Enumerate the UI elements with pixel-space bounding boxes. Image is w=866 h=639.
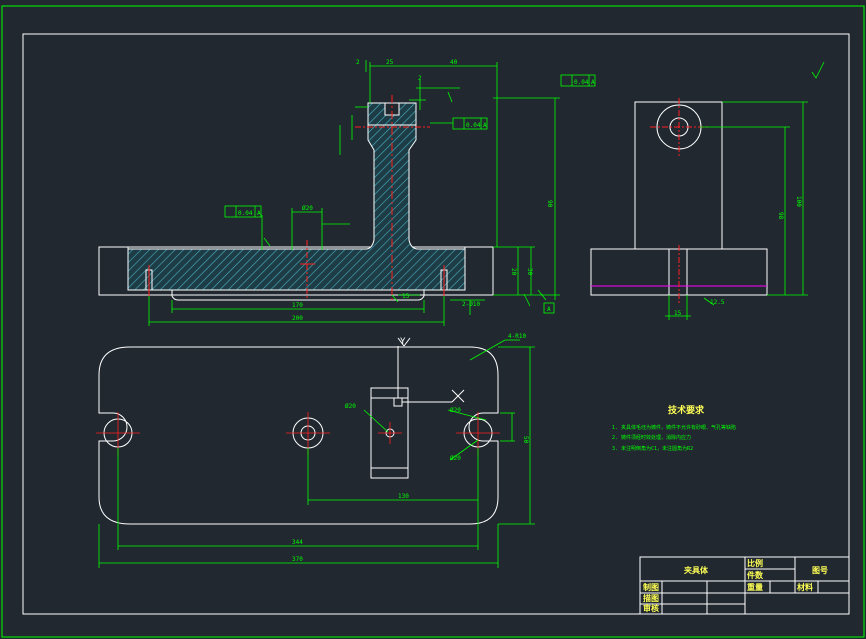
side-dimensions: [665, 101, 808, 320]
side-view: [590, 98, 768, 305]
svg-text:A: A: [257, 210, 261, 217]
svg-text:15: 15: [402, 293, 410, 300]
svg-text:370: 370: [292, 556, 303, 563]
svg-text:4-R10: 4-R10: [508, 333, 526, 340]
svg-text:A: A: [591, 79, 595, 86]
svg-text:98: 98: [777, 212, 784, 220]
svg-text:170: 170: [292, 302, 303, 309]
svg-text:A: A: [547, 306, 551, 313]
svg-text:2: 2: [418, 75, 422, 82]
svg-text:Ø20: Ø20: [450, 455, 461, 462]
svg-text:2: 2: [356, 59, 360, 66]
svg-text:130: 130: [398, 493, 409, 500]
svg-text:200: 200: [292, 315, 303, 322]
svg-text:0.04: 0.04: [466, 122, 481, 129]
tech-item-3: 3. 未注明倒角为C1，未注圆角为R2: [612, 445, 693, 452]
svg-text:20: 20: [510, 268, 517, 276]
svg-text:审核: 审核: [643, 603, 659, 613]
top-dimensions: [98, 339, 535, 568]
title-block: [639, 556, 850, 615]
svg-text:0.04: 0.04: [574, 79, 589, 86]
svg-text:40: 40: [450, 59, 458, 66]
svg-text:344: 344: [292, 539, 303, 546]
tolerance-frames: [224, 74, 596, 314]
svg-text:2-Ø10: 2-Ø10: [462, 301, 480, 308]
top-dim-labels: 130 344 370 4-R10 50 Ø20 Ø20 Ø20: [292, 333, 529, 563]
front-dimensions: [148, 60, 560, 326]
svg-text:描图: 描图: [643, 593, 659, 603]
front-section-view: [98, 95, 494, 301]
svg-text:重量: 重量: [747, 582, 763, 592]
tolerance-labels: 0.04 A 0.04 A 0.04 A A: [238, 79, 595, 313]
tech-heading: 技术要求: [668, 404, 705, 416]
svg-text:比例: 比例: [747, 558, 763, 568]
tech-requirements: 技术要求 1. 夹具体毛坯为铸件，铸件不允许有砂眼、气孔等缺陷 2. 铸件须经时…: [612, 404, 736, 452]
front-dim-labels: 25 40 2 2 90 30 20 200 170 Ø20 2-Ø10 15: [292, 59, 553, 322]
svg-text:15: 15: [674, 310, 682, 317]
svg-text:100: 100: [795, 196, 802, 207]
svg-text:件数: 件数: [747, 570, 764, 580]
outer-border: [1, 5, 865, 638]
svg-text:12.5: 12.5: [710, 299, 725, 306]
svg-text:Ø20: Ø20: [345, 403, 356, 410]
top-centerlines: [96, 412, 500, 455]
svg-text:材料: 材料: [797, 582, 813, 592]
drawing-frame: [22, 33, 850, 615]
side-dim-labels: 98 100 15 12.5: [674, 196, 802, 317]
svg-text:30: 30: [526, 268, 533, 276]
axis-labels: Y: [400, 337, 406, 347]
svg-text:Ø20: Ø20: [302, 205, 313, 212]
svg-text:Ø20: Ø20: [450, 407, 461, 414]
svg-text:夹具体: 夹具体: [684, 565, 709, 575]
title-block-text: 夹具体 比例 件数 重量 图号 材料 制图 描图 审核: [643, 558, 828, 613]
tech-item-2: 2. 铸件须经时效处理，消除内应力: [612, 434, 691, 441]
svg-text:0.04: 0.04: [238, 210, 253, 217]
svg-text:A: A: [483, 122, 487, 129]
svg-text:25: 25: [386, 59, 394, 66]
svg-text:制图: 制图: [643, 582, 659, 592]
svg-text:Y: Y: [400, 337, 406, 347]
svg-text:50: 50: [522, 436, 529, 444]
tech-item-1: 1. 夹具体毛坯为铸件，铸件不允许有砂眼、气孔等缺陷: [612, 424, 736, 431]
svg-text:图号: 图号: [812, 566, 828, 575]
roughness-symbol: [811, 61, 825, 79]
svg-text:90: 90: [546, 200, 553, 208]
